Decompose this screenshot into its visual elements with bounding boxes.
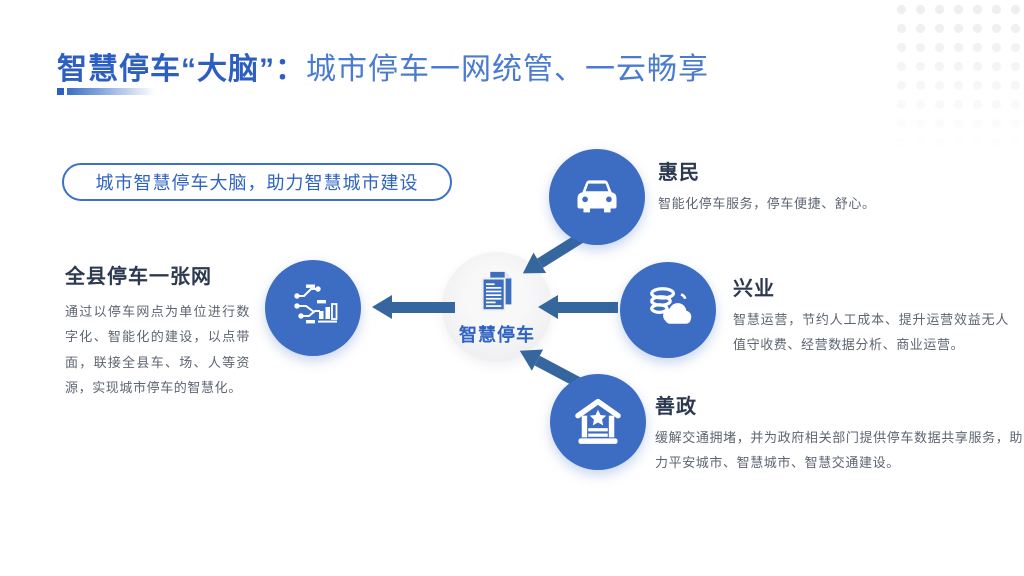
arrow-hub-to-network [372, 295, 455, 319]
banner-pill: 城市智慧停车大脑，助力智慧城市建设 [62, 163, 452, 201]
benefit-shanzheng-desc: 缓解交通拥堵，并为政府相关部门提供停车数据共享服务，助力平安城市、智慧城市、智慧… [655, 430, 1023, 471]
network-circle [265, 260, 361, 356]
benefit-huimin-desc: 智能化停车服务，停车便捷、舒心。 [658, 196, 876, 211]
title-emphasis: 智慧停车“大脑”： [57, 53, 306, 86]
car-icon [571, 169, 623, 226]
title-rest: 城市停车一网统管、一云畅享 [306, 53, 709, 86]
benefit-circle-xingye [620, 262, 716, 358]
benefit-xingye-title: 兴业 [733, 278, 775, 300]
title-underline [57, 88, 155, 95]
page-title: 智慧停车“大脑”：城市停车一网统管、一云畅享 [57, 44, 709, 88]
government-building-icon [572, 394, 624, 451]
network-circuit-icon [286, 279, 340, 338]
arrow-xingye-to-hub [538, 295, 618, 319]
benefit-xingye: 兴业 智慧运营，节约人工成本、提升运营效益无人值守收费、经营数据分析、商业运营。 [733, 272, 1009, 358]
halftone-dots-decoration [892, 0, 1024, 160]
benefit-xingye-desc: 智慧运营，节约人工成本、提升运营效益无人值守收费、经营数据分析、商业运营。 [733, 312, 1009, 353]
benefit-shanzheng: 善政 缓解交通拥堵，并为政府相关部门提供停车数据共享服务，助力平安城市、智慧城市… [655, 390, 1023, 476]
underline-gradient-bar [67, 88, 155, 95]
benefit-huimin: 惠民 智能化停车服务，停车便捷、舒心。 [658, 156, 988, 216]
left-feature: 全县停车一张网 通过以停车网点为单位进行数字化、智能化的建设，以点带面，联接全县… [65, 260, 250, 400]
data-cloud-icon [642, 282, 694, 339]
hub-label: 智慧停车 [459, 324, 535, 345]
benefit-circle-huimin [549, 149, 645, 245]
underline-square [57, 88, 64, 95]
left-feature-title: 全县停车一张网 [65, 266, 212, 288]
benefit-huimin-title: 惠民 [658, 162, 700, 184]
benefit-shanzheng-title: 善政 [655, 396, 697, 418]
hub-circle: 智慧停车 [442, 252, 552, 362]
left-feature-desc: 通过以停车网点为单位进行数字化、智能化的建设，以点带面，联接全县车、场、人等资源… [65, 304, 250, 396]
benefit-circle-shanzheng [550, 374, 646, 470]
documents-icon [474, 268, 520, 319]
